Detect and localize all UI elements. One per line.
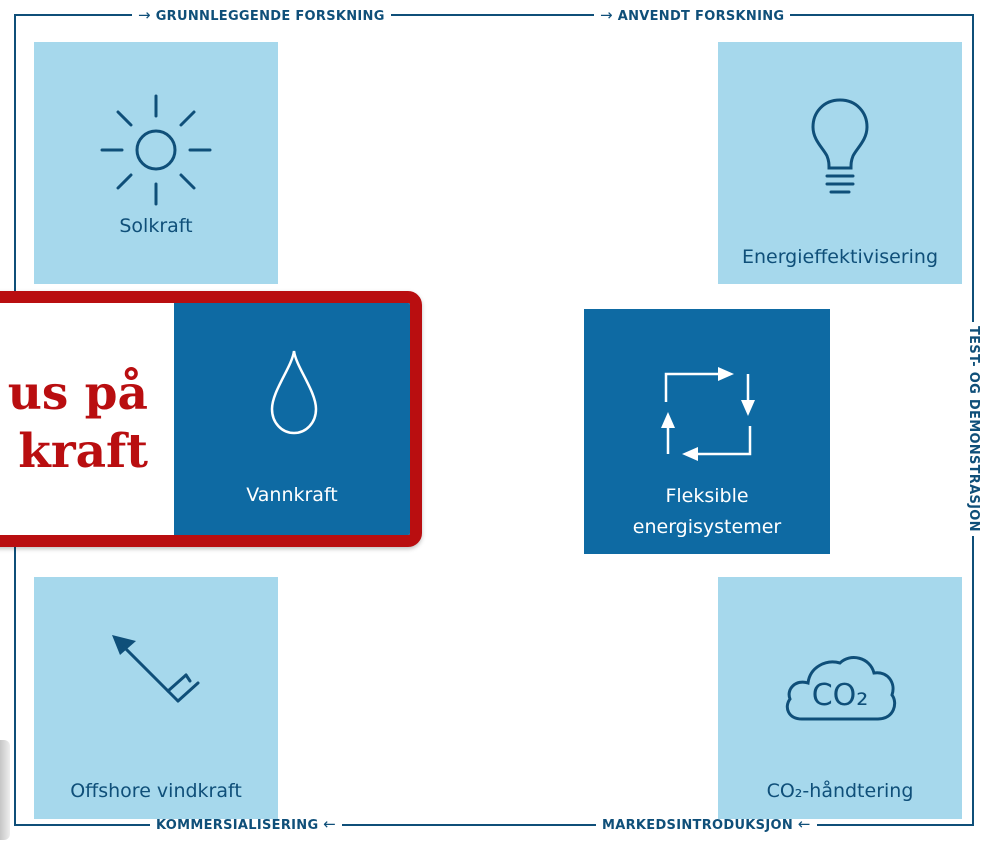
arrow-right-icon: → bbox=[138, 6, 151, 24]
flow-label-grunnleggende: → GRUNNLEGGENDE FORSKNING bbox=[132, 6, 391, 24]
tile-label-solkraft: Solkraft bbox=[119, 215, 193, 237]
flow-label-test-demonstrasjon: TEST- OG DEMONSTRASJON bbox=[966, 322, 981, 536]
tile-solkraft: Solkraft bbox=[34, 42, 278, 284]
flow-text-kommersialisering: KOMMERSIALISERING bbox=[156, 818, 319, 833]
callout-line2: kraft bbox=[18, 424, 148, 479]
callout-line1: us på bbox=[7, 366, 148, 421]
flow-label-kommersialisering: KOMMERSIALISERING ← bbox=[150, 815, 343, 833]
arrow-left-icon: ← bbox=[797, 815, 811, 833]
cycle-arrows-icon bbox=[661, 367, 755, 461]
flow-label-markedsintroduksjon: MARKEDSINTRODUKSJON ← bbox=[596, 815, 817, 833]
callout-box: us på kraft Vannkraft bbox=[0, 291, 422, 547]
flow-text-grunnleggende: GRUNNLEGGENDE FORSKNING bbox=[155, 9, 385, 24]
arrow-right-icon: → bbox=[600, 6, 613, 24]
cycle-line-bottom bbox=[14, 824, 974, 826]
tile-label-fleksible-line2: energisystemer bbox=[632, 516, 782, 538]
flow-text-markedsintroduksjon: MARKEDSINTRODUKSJON bbox=[602, 818, 794, 833]
wind-turbine-icon bbox=[112, 635, 200, 703]
tile-vannkraft: Vannkraft bbox=[174, 303, 410, 535]
lightbulb-icon bbox=[811, 98, 869, 194]
tile-label-vannkraft: Vannkraft bbox=[246, 484, 338, 506]
water-drop-icon bbox=[270, 350, 318, 435]
cycle-line-top bbox=[14, 14, 974, 16]
sun-icon bbox=[100, 94, 212, 206]
tile-co2-handtering: CO₂ CO₂-håndtering bbox=[718, 577, 962, 819]
flow-label-anvendt: → ANVENDT FORSKNING bbox=[594, 6, 791, 24]
arrow-left-icon: ← bbox=[323, 815, 337, 833]
tile-label-fleksible-line1: Fleksible bbox=[665, 485, 749, 507]
tile-label-offshore: Offshore vindkraft bbox=[70, 780, 242, 802]
callout-text: us på kraft bbox=[8, 365, 148, 481]
svg-text:CO₂: CO₂ bbox=[812, 678, 869, 713]
tile-fleksible-energisystemer: Fleksible energisystemer bbox=[584, 309, 830, 554]
tile-energieffektivisering: Energieffektivisering bbox=[718, 42, 962, 284]
flow-text-test: TEST- OG DEMONSTRASJON bbox=[966, 326, 981, 532]
co2-cloud-icon: CO₂ bbox=[785, 656, 897, 721]
tile-label-energieffektivisering: Energieffektivisering bbox=[741, 246, 939, 268]
tile-offshore-vindkraft: Offshore vindkraft bbox=[34, 577, 278, 819]
flow-text-anvendt: ANVENDT FORSKNING bbox=[617, 9, 785, 24]
page-edge-shadow bbox=[0, 740, 10, 840]
tile-label-co2: CO₂-håndtering bbox=[766, 780, 914, 802]
